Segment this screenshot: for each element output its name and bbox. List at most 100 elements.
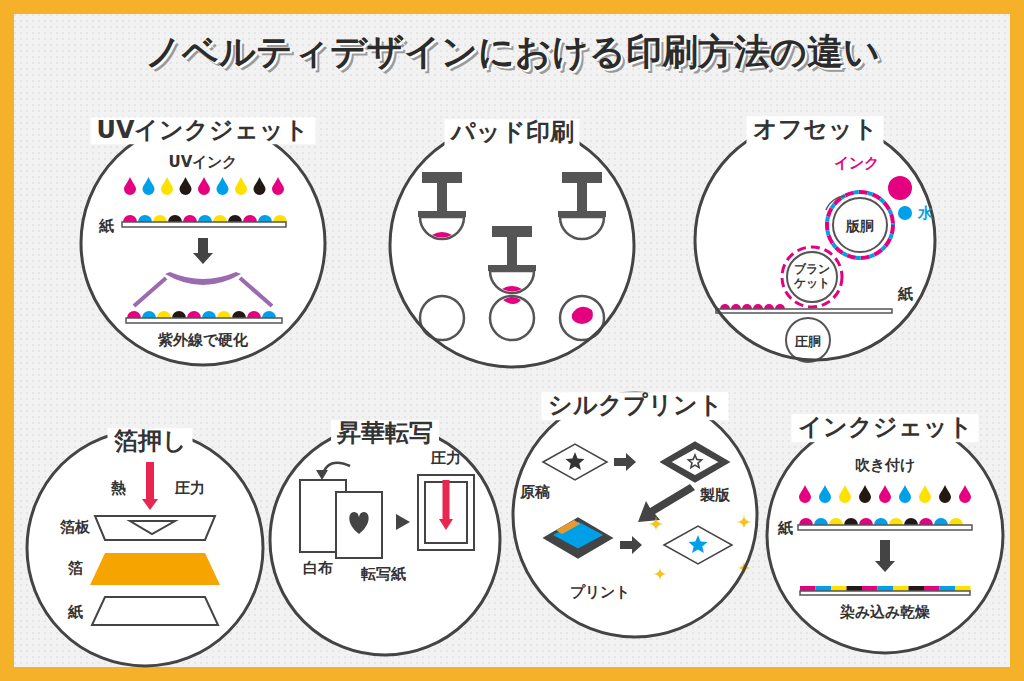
part-label: 圧胴	[795, 335, 821, 350]
method-heading: パッド印刷	[445, 119, 580, 147]
text-holder: 箔板	[60, 517, 90, 536]
text-holder: 圧胴	[795, 331, 821, 350]
plate-cylinder-water	[827, 192, 893, 258]
part-label: 熱	[111, 480, 126, 497]
ink-drop	[180, 177, 192, 195]
ink-dot	[262, 311, 276, 318]
method-heading: インクジェット	[792, 414, 979, 442]
ink-dot	[228, 215, 242, 222]
step-arrow	[614, 453, 636, 471]
ink-dot	[273, 215, 287, 222]
star	[566, 452, 585, 470]
ink-dot	[172, 311, 186, 318]
part-label: 白布	[303, 560, 333, 577]
ink-dot	[127, 311, 141, 318]
panel	[14, 14, 1010, 667]
text-holder: 箔押し	[108, 428, 193, 456]
sheet	[664, 526, 732, 564]
title-box: ノベルティデザインにおける印刷方法の違い	[145, 28, 880, 77]
ink-drop	[819, 485, 831, 503]
star	[690, 457, 700, 466]
method-circle: オフセットインク水版胴ブラン ケット紙圧胴	[695, 120, 935, 360]
ink-dot	[213, 215, 227, 222]
circle-border	[767, 417, 1003, 653]
circle-outline	[387, 120, 637, 370]
ink-dot	[138, 215, 152, 222]
sheet	[543, 444, 607, 480]
part-label: 紙	[99, 218, 114, 235]
text-holder: 原稿	[520, 482, 550, 501]
text-holder: インク	[834, 153, 879, 172]
text-holder: 紙	[99, 216, 114, 235]
arrow-shaft	[198, 238, 208, 254]
ink-drop	[254, 177, 266, 195]
ink-dot	[247, 311, 261, 318]
ink-drop	[919, 485, 931, 503]
ink-dot	[142, 311, 156, 318]
stamp-stem	[577, 183, 587, 211]
part-label: 紙	[68, 604, 83, 621]
ink-dot	[243, 215, 257, 222]
circle-fill	[27, 430, 263, 666]
uv-lamp	[165, 272, 241, 285]
circle-border	[270, 425, 500, 655]
ink-drop	[143, 177, 155, 195]
sheet	[544, 518, 612, 558]
ink-drop	[124, 177, 136, 195]
stamp-stem	[507, 237, 517, 265]
circle-border	[81, 121, 325, 365]
text-holder: パッド印刷	[445, 119, 580, 147]
paper	[800, 591, 970, 595]
method-heading: オフセット	[747, 116, 884, 144]
pad-ink	[432, 232, 452, 238]
ink-drop	[217, 177, 229, 195]
ink-drop	[198, 177, 210, 195]
text-holder: UVインクジェット	[91, 117, 316, 144]
circle-fill	[513, 393, 757, 637]
ink-dot	[799, 518, 813, 525]
part-label: 箔板	[60, 519, 90, 536]
step-arrow	[620, 536, 642, 554]
circle-outline	[692, 117, 938, 363]
text-holder: 紙	[778, 518, 793, 537]
text-holder: 箔	[68, 558, 83, 577]
paper-sheet	[92, 597, 218, 625]
text-holder: 圧力	[431, 448, 461, 467]
stamp-stem	[437, 183, 447, 211]
stamp-handle	[422, 172, 462, 183]
paper	[126, 318, 282, 323]
sparkle	[653, 567, 667, 581]
part-label: 原稿	[520, 484, 550, 501]
sheet	[552, 521, 604, 549]
ink-drop	[272, 177, 284, 195]
circle-outline	[267, 422, 503, 658]
circle-border	[390, 123, 634, 367]
ink-dot	[889, 518, 903, 525]
ink-dot	[874, 518, 888, 525]
circle-outline	[510, 390, 760, 640]
text-holder: オフセット	[747, 116, 884, 144]
method-circle: パッド印刷	[390, 123, 634, 367]
part-label: ブラン ケット	[790, 263, 834, 291]
arrow-head	[875, 561, 895, 572]
method-circle: UVインクジェットUVインク紙紫外線で硬化	[81, 121, 325, 365]
text-holder: 水	[918, 203, 933, 222]
ink-dot	[859, 518, 873, 525]
flip-arrow	[322, 463, 350, 476]
part-label: 染み込み乾燥	[840, 604, 930, 621]
stamp-pad	[490, 271, 534, 293]
arrow-head	[193, 253, 213, 264]
part-label: 圧力	[175, 480, 205, 497]
part-label: UVインク	[169, 154, 238, 171]
ink-drop	[839, 485, 851, 503]
foil-plate-relief	[130, 521, 175, 534]
ink-dot	[183, 215, 197, 222]
text-holder: 吹き付け	[855, 455, 915, 474]
ink-dot	[258, 215, 272, 222]
uv-ray	[134, 278, 272, 306]
stamp-pad	[560, 217, 604, 239]
arrow-shaft	[146, 462, 154, 500]
star	[686, 453, 703, 469]
